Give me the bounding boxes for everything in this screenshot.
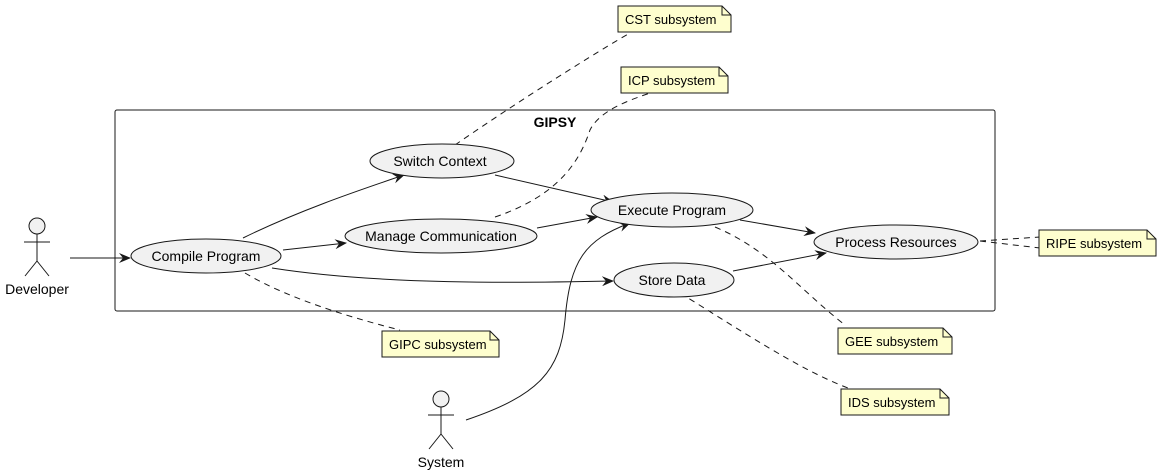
arrow-manage-execute [536, 214, 598, 229]
note-gee[interactable]: GEE subsystem [837, 327, 953, 355]
usecase-store-data[interactable]: Store Data [613, 262, 735, 298]
usecase-label: Switch Context [393, 153, 486, 169]
note-cst[interactable]: CST subsystem [617, 5, 732, 33]
connector-gee [714, 226, 846, 326]
usecase-compile-program[interactable]: Compile Program [130, 238, 282, 274]
usecase-manage-communication[interactable]: Manage Communication [344, 218, 538, 254]
note-text: GIPC subsystem [389, 337, 487, 352]
arrow-compile-manage [282, 239, 347, 251]
arrow-store-process [732, 250, 827, 272]
actor-head [28, 217, 46, 235]
note-text: GEE subsystem [845, 334, 938, 349]
connector-ripe [979, 236, 1041, 249]
note-gipc[interactable]: GIPC subsystem [381, 330, 500, 358]
actor-label: System [418, 454, 465, 470]
note-text: RIPE subsystem [1046, 236, 1142, 251]
actor-right-leg [440, 433, 454, 450]
note-text: ICP subsystem [628, 73, 715, 88]
note-connectors [244, 32, 1041, 389]
arrow-compile-switch [242, 173, 405, 239]
arrow-compile-store [271, 267, 614, 287]
usecase-label: Manage Communication [365, 228, 517, 244]
actor-head [432, 390, 450, 408]
usecase-label: Execute Program [618, 202, 726, 218]
usecase-process-resources[interactable]: Process Resources [813, 224, 979, 260]
arrow-execute-process [739, 219, 816, 237]
note-ripe[interactable]: RIPE subsystem [1038, 229, 1157, 257]
usecase-label: Store Data [639, 272, 706, 288]
connector-ids [679, 292, 849, 389]
arrow-system-execute [465, 222, 631, 421]
usecase-label: Compile Program [152, 248, 261, 264]
actor-system[interactable]: System [418, 390, 465, 470]
note-icp[interactable]: ICP subsystem [620, 66, 729, 94]
actor-developer[interactable]: Developer [5, 217, 69, 297]
actor-label: Developer [5, 281, 69, 297]
connector-icp [494, 92, 651, 218]
connector-gipc [244, 272, 401, 331]
note-ids[interactable]: IDS subsystem [840, 388, 950, 416]
arrow-switch-execute [494, 174, 614, 205]
actor-left-leg [24, 260, 38, 277]
note-text: IDS subsystem [848, 395, 935, 410]
usecase-execute-program[interactable]: Execute Program [590, 192, 754, 228]
boundary-title: GIPSY [534, 114, 577, 130]
system-boundary-gipsy: GIPSY [114, 109, 996, 312]
associations [70, 173, 827, 421]
actor-left-leg [428, 433, 442, 450]
connector-cst [454, 32, 631, 146]
usecase-switch-context[interactable]: Switch Context [369, 143, 515, 179]
note-text: CST subsystem [625, 12, 717, 27]
actor-right-leg [36, 260, 50, 277]
usecase-label: Process Resources [835, 234, 956, 250]
